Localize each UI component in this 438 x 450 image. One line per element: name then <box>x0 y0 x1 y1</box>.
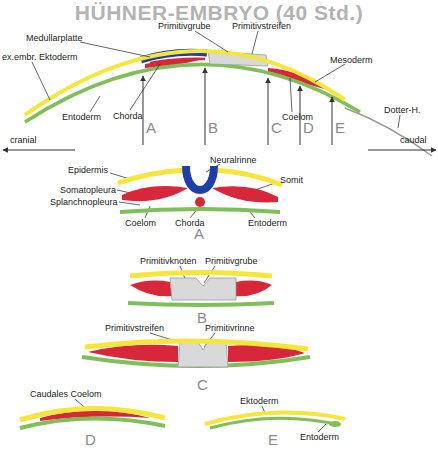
part-label: Splanchnopleura <box>50 198 118 207</box>
leader-line <box>250 212 255 218</box>
entoderm-layer <box>20 418 165 428</box>
section-letter: C <box>271 120 282 135</box>
part-label: Epidermis <box>68 166 108 175</box>
part-label: Entoderm <box>300 433 339 442</box>
section-letter: C <box>197 377 208 392</box>
section-letter: A <box>146 120 156 135</box>
part-label: Entoderm <box>62 113 101 122</box>
section-letter: E <box>335 120 345 135</box>
ectoderm-layer <box>85 341 308 349</box>
section-letter: D <box>303 120 314 135</box>
mesoderm-shape <box>234 281 272 297</box>
part-label: cranial <box>10 136 37 145</box>
leader-line <box>290 78 292 112</box>
part-label: Coelom <box>125 219 156 228</box>
part-label: Primitivgrube <box>158 22 211 31</box>
part-label: Mesoderm <box>330 56 373 65</box>
leader-line <box>32 62 50 100</box>
section-letter: B <box>197 310 207 325</box>
section-arrow <box>143 76 144 145</box>
primitive-streak <box>178 342 228 367</box>
part-label: ex.embr. Ektoderm <box>2 53 78 62</box>
part-label: caudal <box>400 136 427 145</box>
ectoderm-layer <box>130 273 272 277</box>
mesoderm-shape <box>130 281 172 297</box>
part-label: Neuralrinne <box>210 156 257 165</box>
leader-line <box>318 424 326 432</box>
ectoderm-layer <box>20 408 165 420</box>
entoderm-layer <box>120 209 280 212</box>
part-label: Primitivstreifen <box>105 324 164 333</box>
part-label: Medullarplatte <box>26 34 83 43</box>
ectoderm-layer <box>205 413 345 424</box>
part-label: Primitivknoten <box>140 257 197 266</box>
neural-groove <box>186 166 214 190</box>
leader-line <box>195 31 228 52</box>
direction-arrow <box>3 150 75 151</box>
part-label: Primitivrinne <box>205 324 255 333</box>
leader-line <box>80 42 150 57</box>
entoderm-layer <box>329 421 341 427</box>
part-label: Ektoderm <box>240 397 279 406</box>
direction-arrow <box>368 150 436 151</box>
entoderm-layer <box>128 303 274 305</box>
part-label: Caudales Coelom <box>30 390 102 399</box>
leader-lines <box>32 31 400 432</box>
entoderm-layer <box>25 64 360 122</box>
leader-line <box>119 202 140 205</box>
part-label: Somatopleura <box>60 186 116 195</box>
somite-shape <box>212 186 278 202</box>
leader-line <box>315 64 345 82</box>
ectoderm-layer <box>214 170 282 185</box>
part-label: Primitivgrube <box>205 257 258 266</box>
part-label: Primitivstreifen <box>232 22 291 31</box>
section-arrow <box>205 68 206 145</box>
leader-line <box>130 64 160 110</box>
section-arrow <box>268 78 269 145</box>
chorda-shape <box>150 59 205 63</box>
part-label: Dotter-H. <box>384 106 421 115</box>
part-label: Somit <box>280 176 303 185</box>
section-letter: E <box>268 432 278 447</box>
somite-shape <box>122 186 188 201</box>
leader-line <box>398 115 400 128</box>
leader-line <box>252 31 258 54</box>
part-label: Chorda <box>113 112 143 121</box>
section-letter: B <box>208 120 218 135</box>
chorda-shape <box>195 197 205 207</box>
diagram-title: HÜHNER-EMBRYO (40 Std.) <box>0 2 438 23</box>
ectoderm-layer <box>118 170 186 183</box>
section-letter: D <box>85 432 96 447</box>
section-letter: A <box>194 226 204 241</box>
primitive-node <box>170 278 236 300</box>
yolk-membrane <box>345 108 432 156</box>
part-label: Entoderm <box>248 219 287 228</box>
leader-line <box>90 96 100 112</box>
section-arrow <box>332 97 333 145</box>
